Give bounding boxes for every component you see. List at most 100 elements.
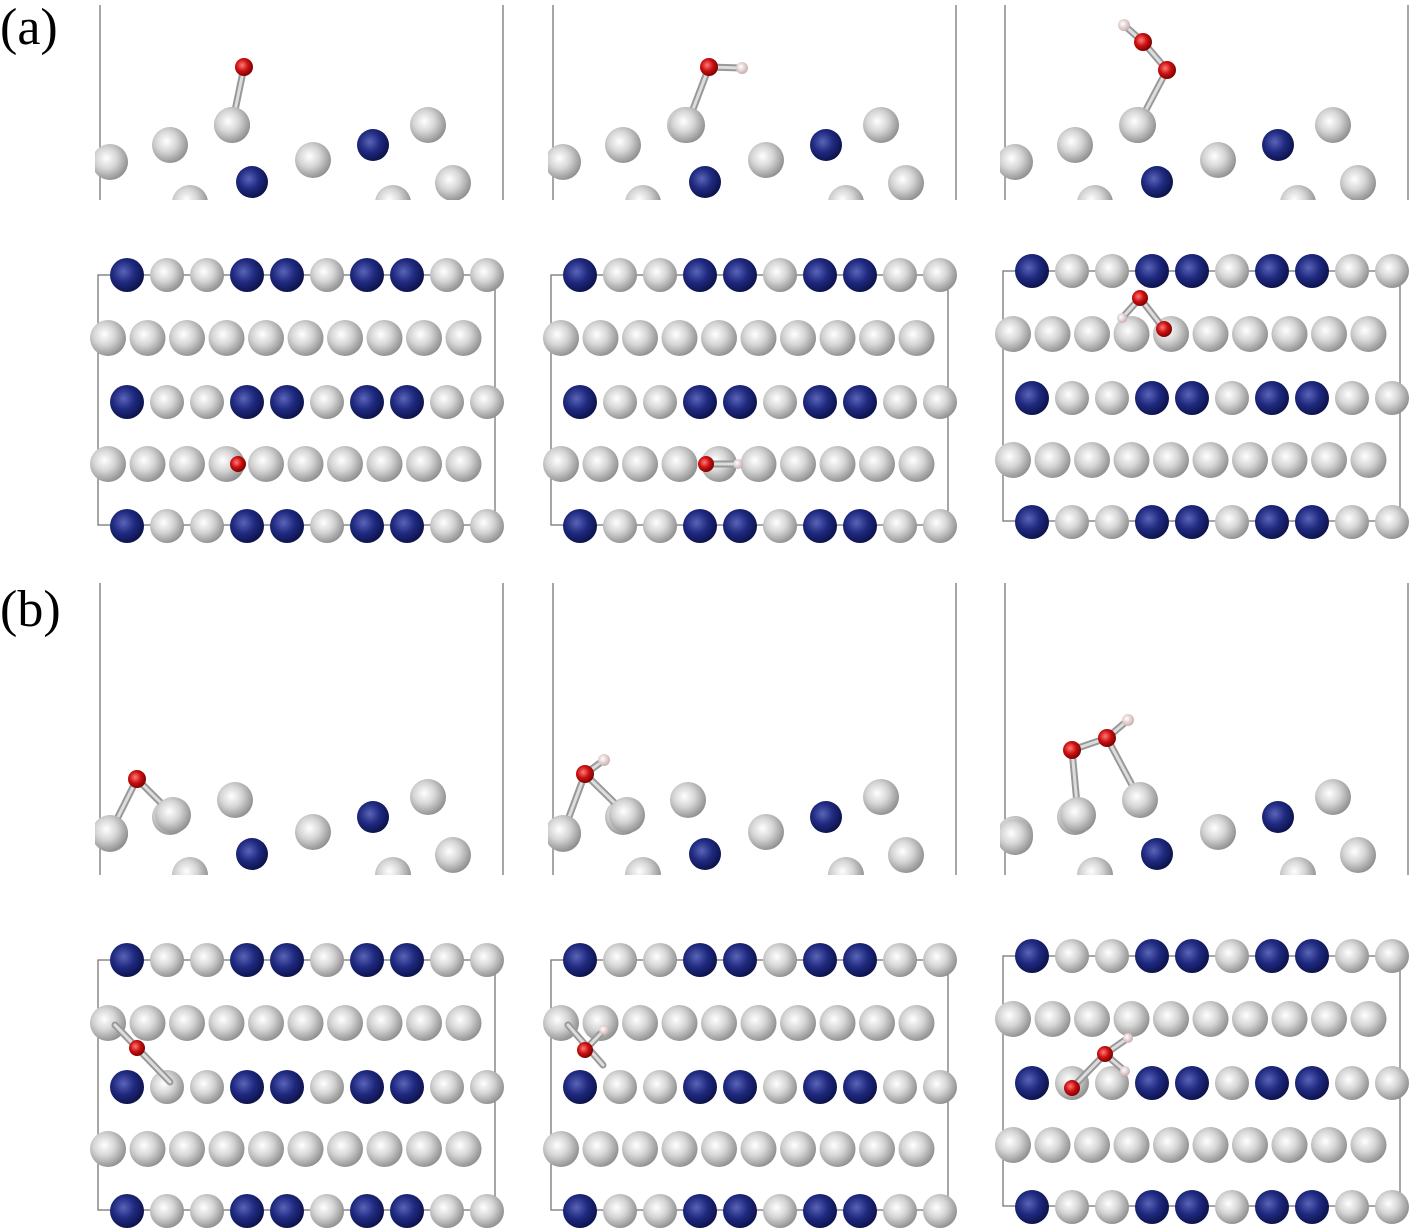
grey-metal-atom xyxy=(603,385,637,419)
grey-metal-atom xyxy=(1095,1190,1129,1224)
grey-metal-atom xyxy=(217,782,253,818)
grey-metal-atom xyxy=(445,320,482,356)
blue-metal-atom xyxy=(230,943,264,977)
grey-metal-atom xyxy=(1192,316,1229,352)
grey-metal-atom xyxy=(883,385,917,419)
panel-a-3-OOH xyxy=(995,5,1409,539)
grey-metal-atom xyxy=(1350,442,1387,478)
grey-metal-atom xyxy=(310,1070,344,1104)
blue-metal-atom xyxy=(843,509,877,543)
grey-metal-atom xyxy=(819,320,856,356)
side-view xyxy=(548,5,957,200)
grey-metal-atom xyxy=(1200,142,1236,178)
blue-metal-atom xyxy=(270,1194,304,1228)
top-view xyxy=(90,258,504,543)
blue-metal-atom xyxy=(230,385,264,419)
top-view xyxy=(543,258,957,543)
grey-metal-atom xyxy=(1215,939,1249,973)
grey-metal-atom xyxy=(208,446,245,482)
hydrogen-atom xyxy=(736,62,748,74)
grey-metal-atom xyxy=(1232,442,1268,478)
top-view xyxy=(543,943,957,1228)
grey-metal-atom xyxy=(430,509,464,543)
grey-metal-atom xyxy=(430,943,464,977)
grey-metal-atom xyxy=(1271,1127,1308,1163)
grey-metal-atom xyxy=(1271,316,1308,352)
blue-metal-atom xyxy=(350,509,384,543)
grey-metal-atom xyxy=(661,320,698,356)
grey-metal-atom xyxy=(327,1131,363,1167)
blue-metal-atom xyxy=(1141,838,1173,870)
grey-metal-atom xyxy=(923,943,957,977)
grey-metal-atom xyxy=(430,1070,464,1104)
grey-metal-atom xyxy=(859,1005,895,1041)
grey-metal-atom xyxy=(190,1194,224,1228)
top-view xyxy=(995,254,1409,539)
grey-metal-atom xyxy=(582,1131,619,1167)
panel-b-1-O xyxy=(90,583,504,1228)
grey-metal-atom xyxy=(1055,254,1089,288)
grey-metal-atom xyxy=(1350,1001,1387,1037)
grey-metal-atom xyxy=(548,815,581,851)
oxygen-atom xyxy=(1132,290,1148,306)
grey-metal-atom xyxy=(470,1194,504,1228)
blue-metal-atom xyxy=(1015,381,1049,415)
blue-metal-atom xyxy=(803,1194,837,1228)
grey-metal-atom xyxy=(643,1070,677,1104)
blue-metal-atom xyxy=(563,385,597,419)
grey-metal-atom xyxy=(1232,1001,1268,1037)
blue-metal-atom xyxy=(110,1070,144,1104)
grey-metal-atom xyxy=(819,1005,856,1041)
blue-metal-atom xyxy=(1175,1066,1209,1100)
grey-metal-atom xyxy=(625,857,661,875)
grey-metal-atom xyxy=(923,1070,957,1104)
blue-metal-atom xyxy=(563,1070,597,1104)
grey-metal-atom xyxy=(327,320,363,356)
grey-metal-atom xyxy=(435,837,471,873)
grey-metal-atom xyxy=(643,509,677,543)
grey-metal-atom xyxy=(603,509,637,543)
grey-metal-atom xyxy=(310,258,344,292)
blue-metal-atom xyxy=(1255,505,1289,539)
oxygen-atom xyxy=(700,58,718,76)
oxygen-atom xyxy=(128,770,146,788)
blue-metal-atom xyxy=(350,943,384,977)
hydrogen-atom xyxy=(1122,714,1134,726)
grey-metal-atom xyxy=(366,1005,403,1041)
blue-metal-atom xyxy=(689,838,721,870)
grey-metal-atom xyxy=(90,1131,126,1167)
grey-metal-atom xyxy=(470,943,504,977)
blue-metal-atom xyxy=(803,1070,837,1104)
blue-metal-atom xyxy=(1135,939,1169,973)
grey-metal-atom xyxy=(1375,254,1409,288)
grey-metal-atom xyxy=(1271,442,1308,478)
blue-metal-atom xyxy=(843,385,877,419)
grey-metal-atom xyxy=(603,1194,637,1228)
grey-metal-atom xyxy=(1000,144,1033,180)
blue-metal-atom xyxy=(1175,1190,1209,1224)
grey-metal-atom xyxy=(1120,107,1156,143)
blue-metal-atom xyxy=(1135,381,1169,415)
hydrogen-atom xyxy=(599,1025,609,1035)
blue-metal-atom xyxy=(1295,505,1329,539)
grey-metal-atom xyxy=(214,107,250,143)
grey-metal-atom xyxy=(923,1194,957,1228)
grey-metal-atom xyxy=(172,185,208,200)
grey-metal-atom xyxy=(1095,505,1129,539)
grey-metal-atom xyxy=(190,943,224,977)
blue-metal-atom xyxy=(390,385,424,419)
grey-metal-atom xyxy=(1095,939,1129,973)
blue-metal-atom xyxy=(230,1070,264,1104)
blue-metal-atom xyxy=(563,258,597,292)
grey-metal-atom xyxy=(1315,779,1351,815)
grey-metal-atom xyxy=(763,509,797,543)
blue-metal-atom xyxy=(350,258,384,292)
grey-metal-atom xyxy=(310,385,344,419)
grey-metal-atom xyxy=(1335,939,1369,973)
grey-metal-atom xyxy=(625,185,661,200)
grey-metal-atom xyxy=(287,446,324,482)
grey-metal-atom xyxy=(763,943,797,977)
grey-metal-atom xyxy=(898,446,935,482)
blue-metal-atom xyxy=(723,258,757,292)
grey-metal-atom xyxy=(1077,857,1113,875)
